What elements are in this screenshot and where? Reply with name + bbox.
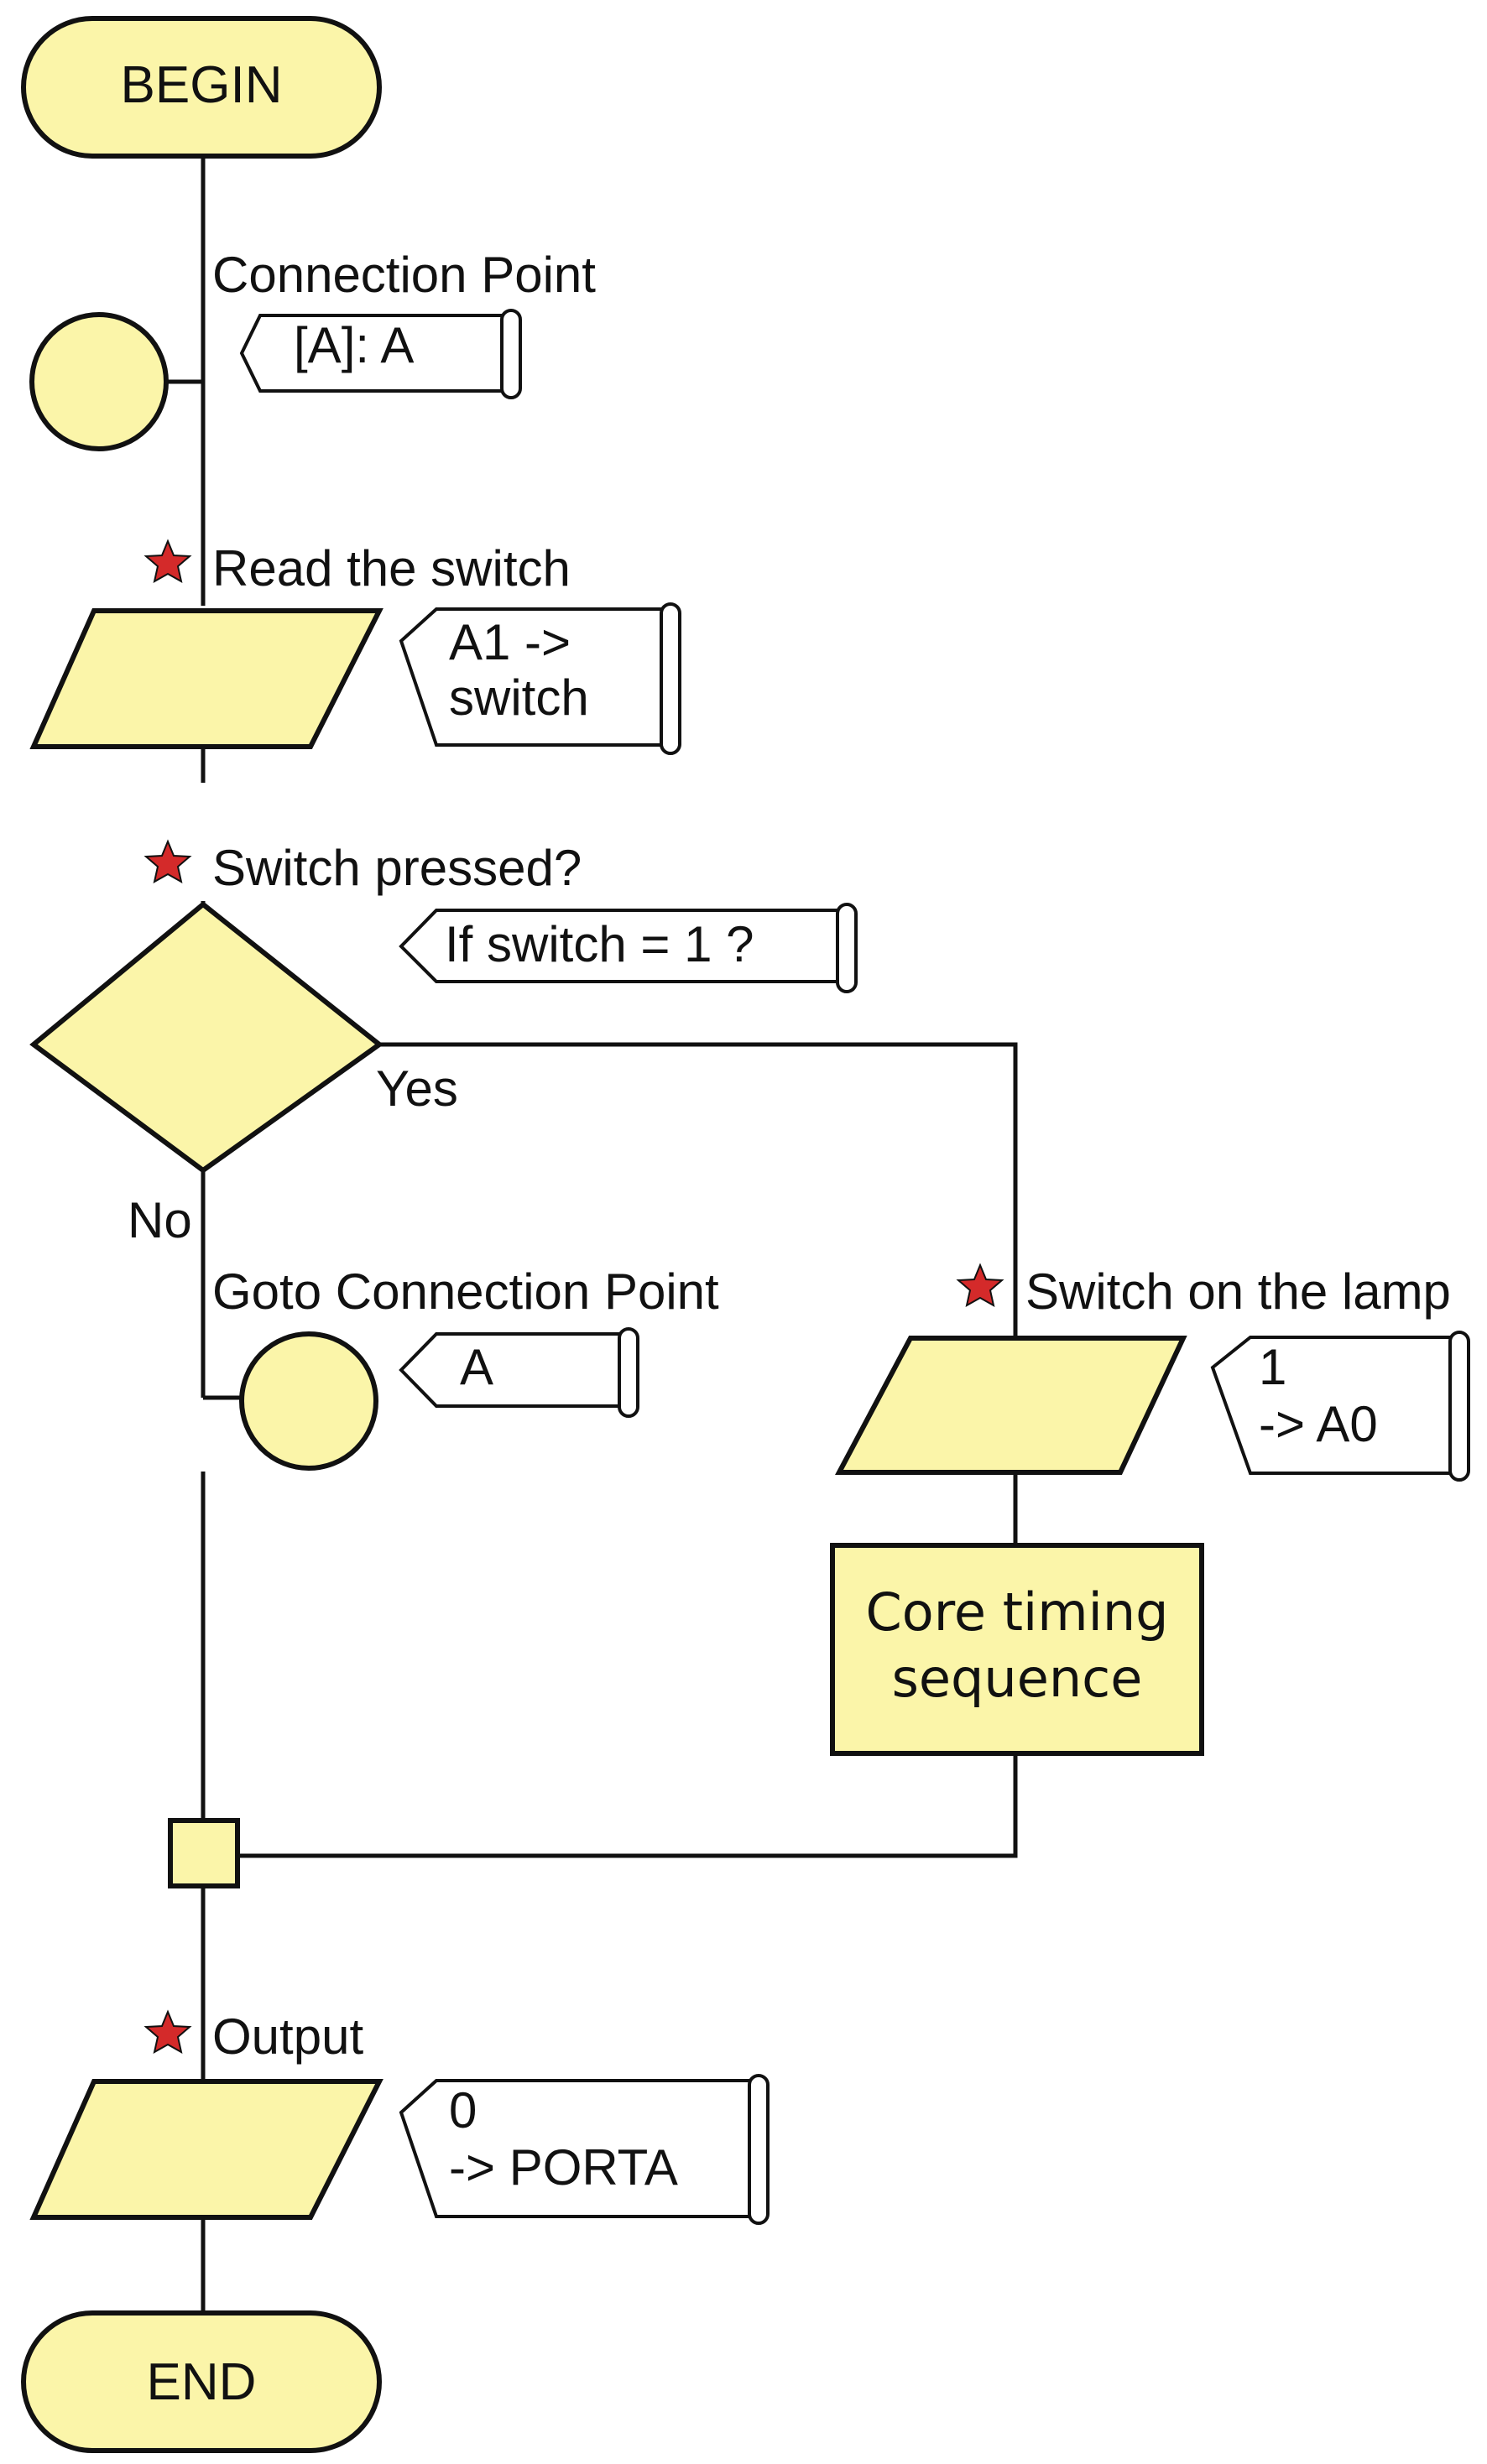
output-note-line-2: -> PORTA: [449, 2139, 678, 2196]
star-icon: [143, 539, 192, 583]
begin-terminal: BEGIN: [21, 16, 382, 159]
goto-connection-circle: [239, 1331, 378, 1471]
core-timing-line-1: Core timing: [865, 1581, 1168, 1643]
no-label: No: [128, 1192, 192, 1248]
connection-point-label: Connection Point: [212, 247, 596, 303]
star-icon: [143, 839, 192, 883]
decision-label: Switch pressed?: [212, 840, 582, 896]
star-icon: [956, 1263, 1004, 1307]
output-note-line-1: 0: [449, 2082, 477, 2138]
output-note: 0 -> PORTA: [399, 2074, 770, 2225]
decision-note-line-1: If switch = 1 ?: [445, 916, 754, 972]
merge-junction: [168, 1818, 240, 1888]
end-terminal: END: [21, 2310, 382, 2453]
goto-connection-label: Goto Connection Point: [212, 1263, 719, 1320]
begin-label: BEGIN: [121, 56, 283, 114]
output-parallelogram: [29, 2079, 383, 2220]
core-timing-rect: [830, 1543, 1204, 1756]
goto-connection-step: Goto Connection Point A: [212, 1263, 719, 1471]
read-switch-note-line-2: switch: [449, 669, 589, 726]
goto-connection-note: A: [399, 1327, 639, 1418]
decision-step: Switch pressed? If switch = 1 ? Yes No: [29, 839, 858, 1248]
connection-point-note: [A]: A: [239, 309, 522, 399]
switch-lamp-note-line-2: -> A0: [1259, 1396, 1378, 1452]
end-label: END: [147, 2353, 257, 2411]
read-switch-note: A1 -> switch: [399, 602, 681, 755]
star-icon: [143, 2009, 192, 2054]
output-label: Output: [212, 2008, 363, 2065]
switch-lamp-parallelogram: [835, 1336, 1187, 1475]
decision-note: If switch = 1 ?: [399, 903, 858, 993]
read-switch-label: Read the switch: [212, 540, 571, 596]
read-switch-parallelogram: [29, 608, 383, 749]
switch-lamp-label: Switch on the lamp: [1025, 1263, 1451, 1320]
switch-lamp-note: 1 -> A0: [1210, 1331, 1470, 1482]
core-timing-box: Core timing sequence: [830, 1543, 1204, 1756]
read-switch-note-line-1: A1 ->: [449, 614, 571, 670]
connection-point-circle: [29, 312, 169, 451]
switch-lamp-note-line-1: 1: [1259, 1339, 1286, 1395]
connector-timing-to-merge: [238, 1753, 1018, 1858]
output-step: Output 0 -> PORTA: [29, 2008, 770, 2225]
connector-yes-branch: [379, 1042, 1018, 1338]
decision-diamond: [29, 901, 383, 1174]
connector-lines: [166, 158, 1018, 2311]
switch-lamp-step: Switch on the lamp 1 -> A0: [835, 1263, 1470, 1482]
read-switch-step: Read the switch A1 -> switch: [29, 539, 681, 755]
connection-point: Connection Point [A]: A: [29, 247, 596, 451]
connection-point-note-line-1: [A]: A: [294, 317, 414, 373]
core-timing-line-2: sequence: [892, 1648, 1143, 1709]
goto-connection-note-line-1: A: [460, 1339, 493, 1395]
yes-label: Yes: [376, 1060, 458, 1117]
